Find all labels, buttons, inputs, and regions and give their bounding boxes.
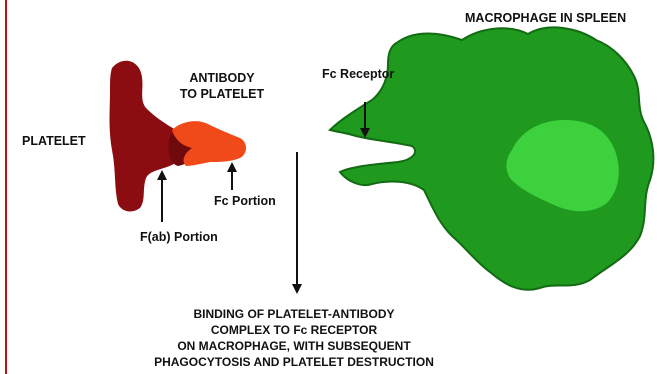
platelet-shape xyxy=(110,61,178,212)
platelet-label: PLATELET xyxy=(22,134,86,148)
fc-receptor-label: Fc Receptor xyxy=(322,67,394,81)
antibody-label-line1: ANTIBODY xyxy=(189,71,255,85)
antibody-label-line2: TO PLATELET xyxy=(180,87,265,101)
macrophage-title: MACROPHAGE IN SPLEEN xyxy=(465,11,626,25)
caption-line4: PHAGOCYTOSIS AND PLATELET DESTRUCTION xyxy=(154,355,434,369)
left-border-line xyxy=(5,0,7,374)
caption-line3: ON MACROPHAGE, WITH SUBSEQUENT xyxy=(177,339,411,353)
fab-portion-label: F(ab) Portion xyxy=(140,230,218,244)
caption-line2: COMPLEX TO Fc RECEPTOR xyxy=(211,323,378,337)
fc-portion-label: Fc Portion xyxy=(214,194,276,208)
caption-line1: BINDING OF PLATELET-ANTIBODY xyxy=(193,307,394,321)
